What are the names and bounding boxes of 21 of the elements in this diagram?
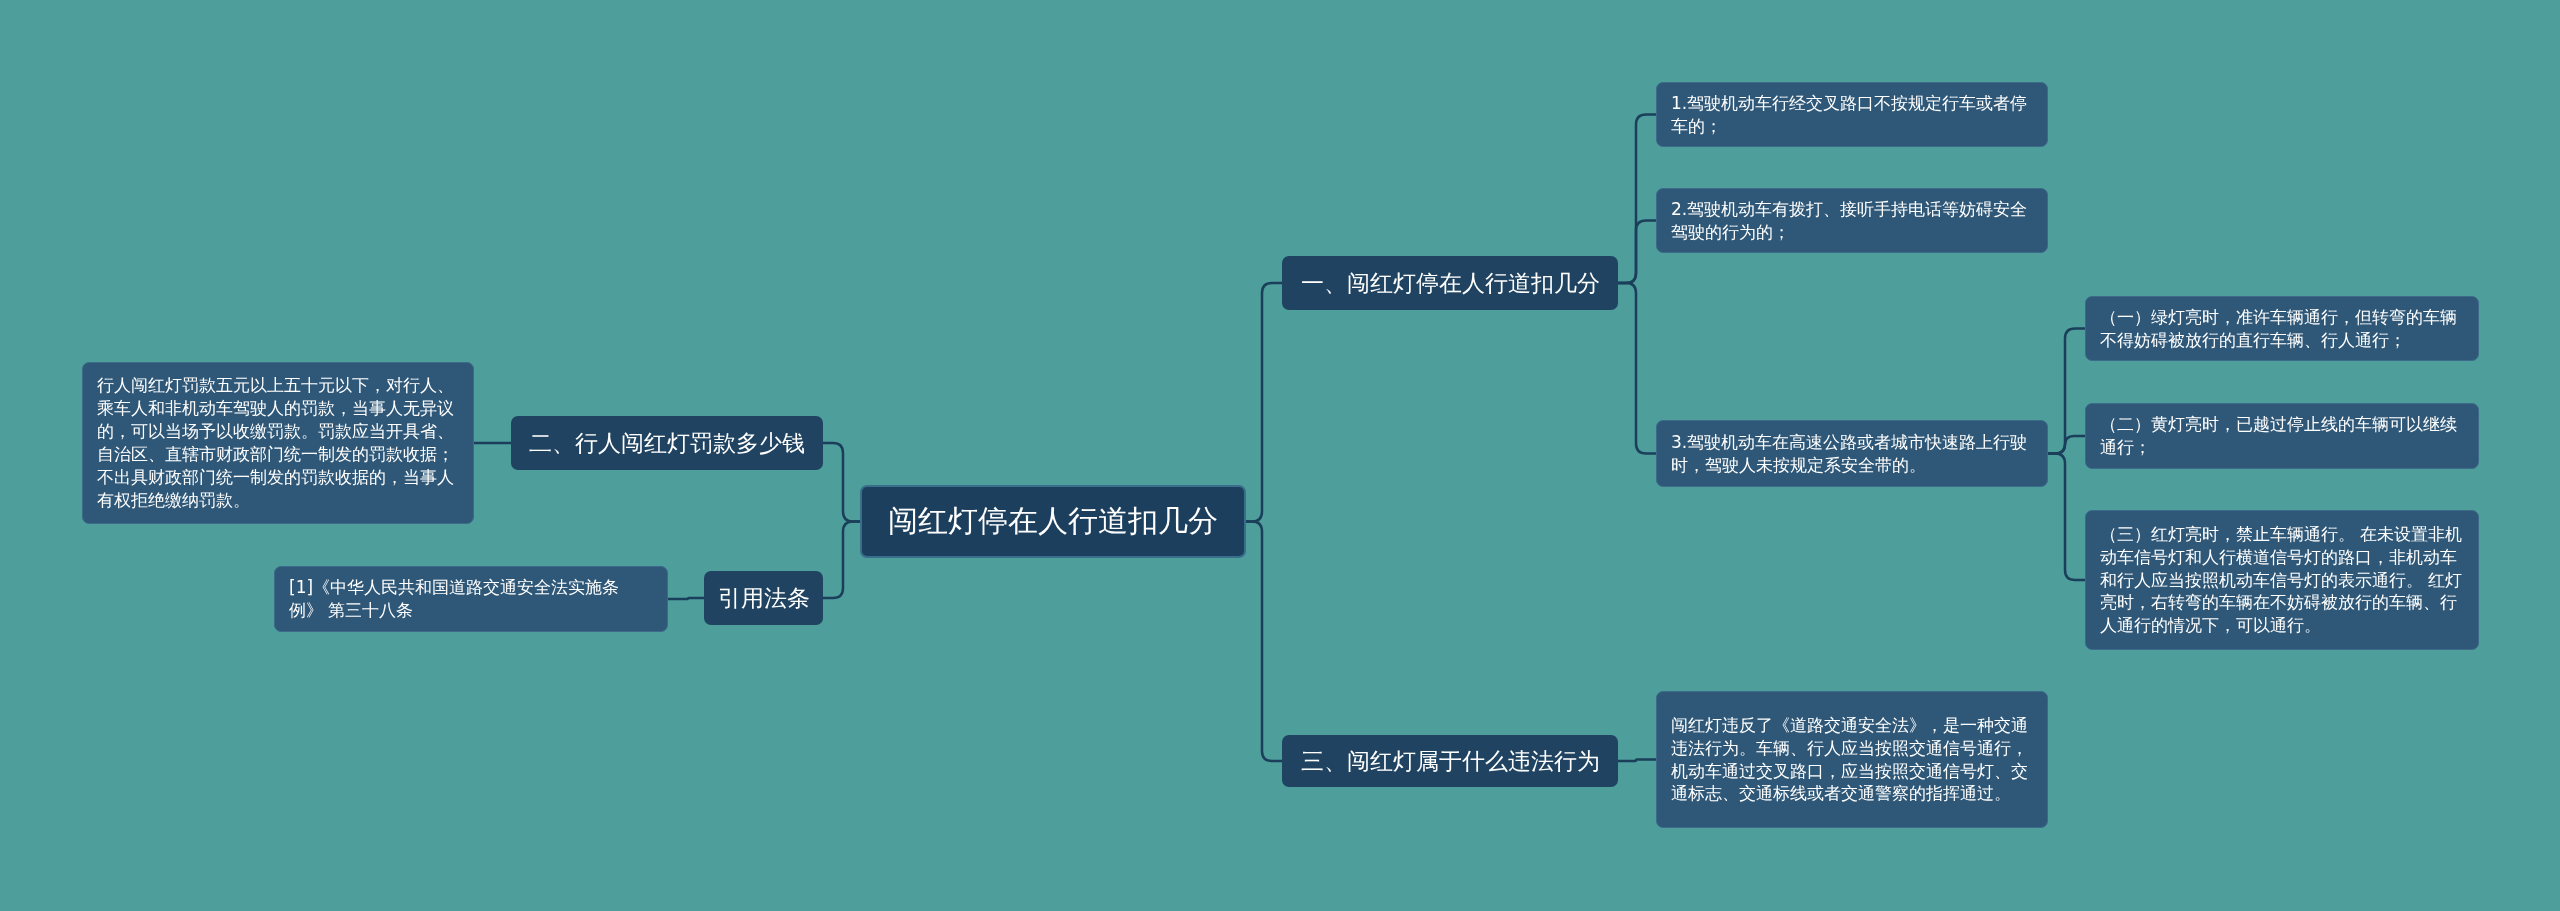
text-box: （二）黄灯亮时，已越过停止线的车辆可以继续通行； [2085,403,2479,469]
topic-box: 三、闯红灯属于什么违法行为 [1282,735,1618,787]
text-box: 闯红灯违反了《道路交通安全法》，是一种交通违法行为。车辆、行人应当按照交通信号通行，机动车通过交叉路口，应当按照交通信号灯、交通标志、交通标线或者交通警察的指挥通过。 [1656,691,2048,828]
connector-line [1618,758,1656,763]
text-box: 2.驾驶机动车有拨打、接听手持电话等妨碍安全驾驶的行为的； [1656,188,2048,253]
connector-line [2048,452,2085,582]
topic-box: 引用法条 [704,571,823,625]
connector-line [823,520,860,600]
text-box: （三）红灯亮时，禁止车辆通行。 在未设置非机动车信号灯和人行横道信号灯的路口，非机动车和行人应当按照机动车信号灯的表示通行。 红灯亮时，右转弯的车辆在不妨碍被放行的车辆、行人通行的情况下，可以通行。 [2085,510,2479,650]
text-box: [1]《中华人民共和国道路交通安全法实施条例》 第三十八条 [274,566,668,632]
connector-line [668,596,704,601]
connector-line [1246,520,1282,763]
central-topic-box: 闯红灯停在人行道扣几分 [860,485,1246,558]
connector-line [1618,281,1656,455]
topic-box: 一、闯红灯停在人行道扣几分 [1282,256,1618,310]
text-box: （一）绿灯亮时，准许车辆通行，但转弯的车辆不得妨碍被放行的直行车辆、行人通行； [2085,296,2479,361]
connector-line [474,441,511,445]
topic-box: 二、行人闯红灯罚款多少钱 [511,416,823,470]
text-box: 1.驾驶机动车行经交叉路口不按规定行车或者停车的； [1656,82,2048,147]
text-box: 3.驾驶机动车在高速公路或者城市快速路上行驶时，驾驶人未按规定系安全带的。 [1656,420,2048,487]
text-box: 行人闯红灯罚款五元以上五十元以下，对行人、乘车人和非机动车驾驶人的罚款，当事人无异议的，可以当场予以收缴罚款。罚款应当开具省、自治区、直辖市财政部门统一制发的罚款收据；不出具财政部门统一制发的罚款收据的，当事人有权拒绝缴纳罚款。 [82,362,474,524]
